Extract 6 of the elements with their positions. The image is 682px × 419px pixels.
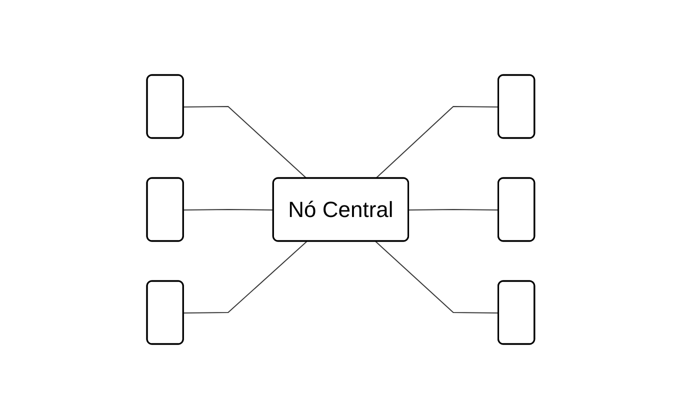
connector bbox=[183, 106, 308, 179]
connector bbox=[408, 209, 500, 210]
connector bbox=[375, 241, 500, 314]
connector bbox=[183, 209, 274, 210]
connector bbox=[375, 106, 500, 179]
connector bbox=[183, 241, 308, 314]
